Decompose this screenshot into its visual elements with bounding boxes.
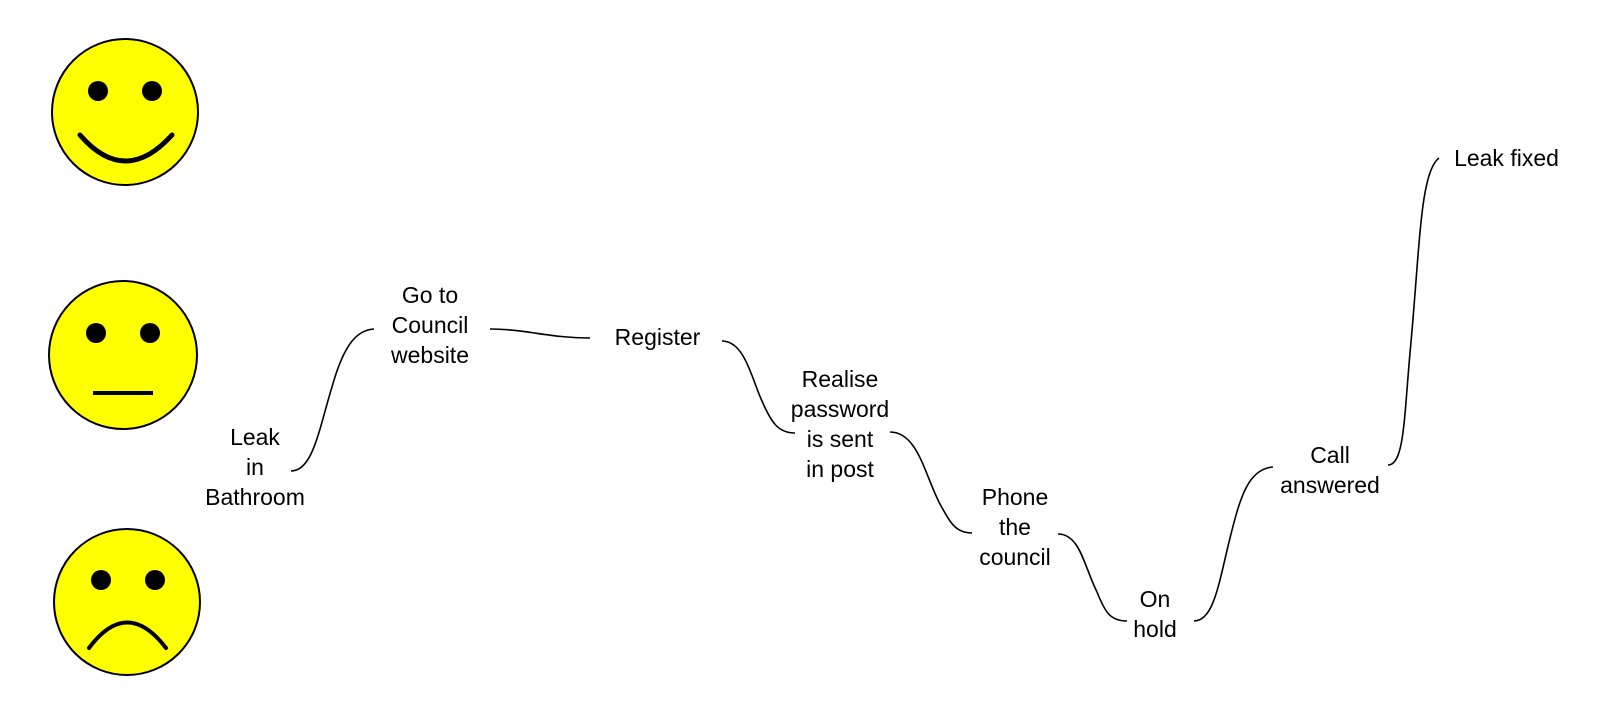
sad-face-left-eye (91, 570, 111, 590)
happy-face-right-eye (142, 81, 162, 101)
step-leak-fixed: Leak fixed (1454, 145, 1559, 171)
sad-face-icon (53, 528, 201, 676)
connector-3 (721, 340, 796, 434)
neutral-face-left-eye (86, 323, 106, 343)
connector-5 (1057, 533, 1128, 622)
neutral-face-icon (48, 280, 198, 430)
step-register: Register (614, 324, 701, 350)
happy-face-left-eye (88, 81, 108, 101)
connector-4 (889, 431, 973, 534)
connector-2 (489, 328, 591, 339)
connector-6 (1193, 466, 1274, 622)
connectors (290, 157, 1440, 622)
neutral-face-right-eye (140, 323, 160, 343)
step-on-hold: On hold (1133, 586, 1177, 642)
step-call-answered: Call answered (1280, 442, 1380, 498)
neutral-face-circle (48, 280, 198, 430)
happy-face-icon (51, 38, 199, 186)
happy-face-smile (77, 132, 175, 164)
step-phone-the-council: Phone the council (979, 484, 1051, 570)
step-go-to-council-website: Go to Council website (391, 282, 469, 368)
sad-face-right-eye (145, 570, 165, 590)
connector-7 (1387, 157, 1440, 466)
sad-face-frown (87, 620, 168, 650)
step-realise-password-sent: Realise password is sent in post (790, 366, 890, 482)
sad-face-circle (53, 528, 201, 676)
connector-1 (290, 328, 375, 472)
step-leak-in-bathroom: Leak in Bathroom (205, 424, 305, 510)
